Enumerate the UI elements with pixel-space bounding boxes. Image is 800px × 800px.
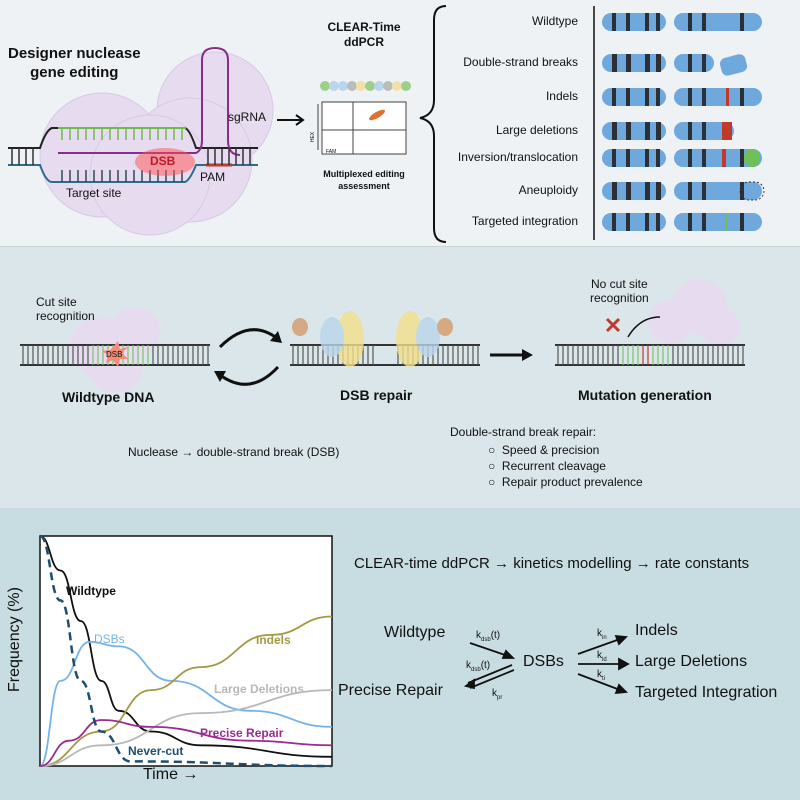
outcome-label: Inversion/translocation [457, 150, 578, 164]
curved-arrow-icon [627, 316, 661, 338]
arrow-right-icon [277, 114, 305, 126]
bullet-icon: ○ [488, 459, 502, 473]
repair-proteins [292, 311, 453, 367]
outcome-label: Indels [545, 89, 578, 103]
dsb-repair-label: DSB repair [340, 387, 413, 403]
y-axis-label: Frequency (%) [6, 587, 23, 692]
rate-kin: kin [597, 628, 607, 641]
outcome-label: Wildtype [531, 14, 578, 28]
series-line-wildtype [39, 535, 333, 758]
rate-kld: kld [597, 650, 607, 663]
repair-heading: Double-strand break repair: [450, 425, 597, 439]
scheme-indels: Indels [635, 622, 678, 639]
series-label-indels: Indels [256, 633, 291, 647]
rate-kdsb-reverse: kdsb(t) [466, 660, 491, 673]
series-label-dsbs: DSBs [94, 632, 125, 646]
mutation-generation-label: Mutation generation [578, 387, 712, 403]
repair-point: ○ Repair product prevalence [488, 475, 643, 489]
repair-point: ○ Recurrent cleavage [488, 459, 606, 473]
repair-point: ○ Speed & precision [488, 443, 600, 457]
dsb-burst-icon [102, 341, 128, 367]
chromosome-row [602, 213, 762, 231]
scheme-large-deletions: Large Deletions [635, 653, 748, 670]
chromosome-illustrations [602, 13, 765, 231]
outcome-label: Aneuploidy [518, 183, 578, 197]
x-axis-label: Time → [143, 766, 199, 783]
cycle-arrow-back-icon [219, 365, 280, 386]
dsb-glow [135, 148, 195, 176]
kinetics-chart [39, 534, 630, 768]
blocked-cut-x-icon [605, 317, 621, 333]
chromosome-row [602, 88, 762, 106]
chromosome-row [602, 149, 762, 167]
outcome-label: Double-strand breaks [463, 55, 578, 69]
rate-kti: kti [597, 669, 605, 682]
plot-area [39, 535, 333, 767]
scheme-dsbs: DSBs [523, 653, 564, 670]
scheme-precise-repair: Precise Repair [338, 682, 443, 699]
scheme-arrows [463, 634, 630, 695]
kinetics-panel: Frequency (%) Time → Wildtype DSBs Indel… [0, 508, 800, 800]
dna-strand [290, 344, 480, 366]
dna-strand [555, 344, 745, 366]
fam-axis-label: FAM [326, 149, 337, 155]
dsb-small-label: DSB [106, 350, 123, 359]
chromosome-row [602, 122, 734, 140]
nuclease-caption: Nuclease → double-strand break (DSB) [128, 445, 340, 459]
series-line-large-deletions [39, 689, 333, 767]
scheme-wildtype: Wildtype [384, 624, 446, 641]
scheme-targeted-integration: Targeted Integration [635, 684, 778, 701]
dsb-label: DSB [150, 154, 176, 168]
repair-illustration [20, 279, 745, 393]
rate-kdsb-forward: kdsb(t) [476, 630, 501, 643]
series-label-never-cut: Never-cut [128, 744, 184, 758]
bullet-icon: ○ [488, 475, 502, 489]
brace [419, 5, 447, 243]
series-label-wildtype: Wildtype [66, 584, 116, 598]
series-label-precise-repair: Precise Repair [200, 726, 284, 740]
editing-illustration [8, 5, 765, 243]
series-line-dsbs [39, 640, 333, 767]
rate-kpr: kpr [492, 688, 503, 701]
series-label-large-deletions: Large Deletions [214, 682, 305, 696]
ddpcr-scatter-plot [317, 101, 407, 155]
series-line-indels [39, 615, 333, 767]
series-line-never-cut [39, 534, 333, 768]
pipeline-caption: CLEAR-time ddPCR → kinetics modelling → … [354, 555, 750, 572]
series-line-precise-repair [39, 719, 333, 767]
cycle-arrow-forward-icon [218, 328, 279, 349]
bullet-icon: ○ [488, 443, 502, 457]
outcome-label: Large deletions [495, 123, 578, 137]
chromosome-row [602, 54, 748, 76]
chromosome-row [602, 181, 765, 201]
ddpcr-droplets [320, 81, 411, 91]
target-site-label: Target site [66, 186, 122, 200]
wildtype-dna-label: Wildtype DNA [62, 389, 155, 405]
chromosome-row [602, 13, 762, 31]
sgrna-label: sgRNA [228, 110, 267, 124]
pam-label: PAM [200, 170, 226, 184]
hex-axis-label: HEX [310, 131, 317, 143]
outcome-label: Targeted integration [471, 214, 578, 228]
